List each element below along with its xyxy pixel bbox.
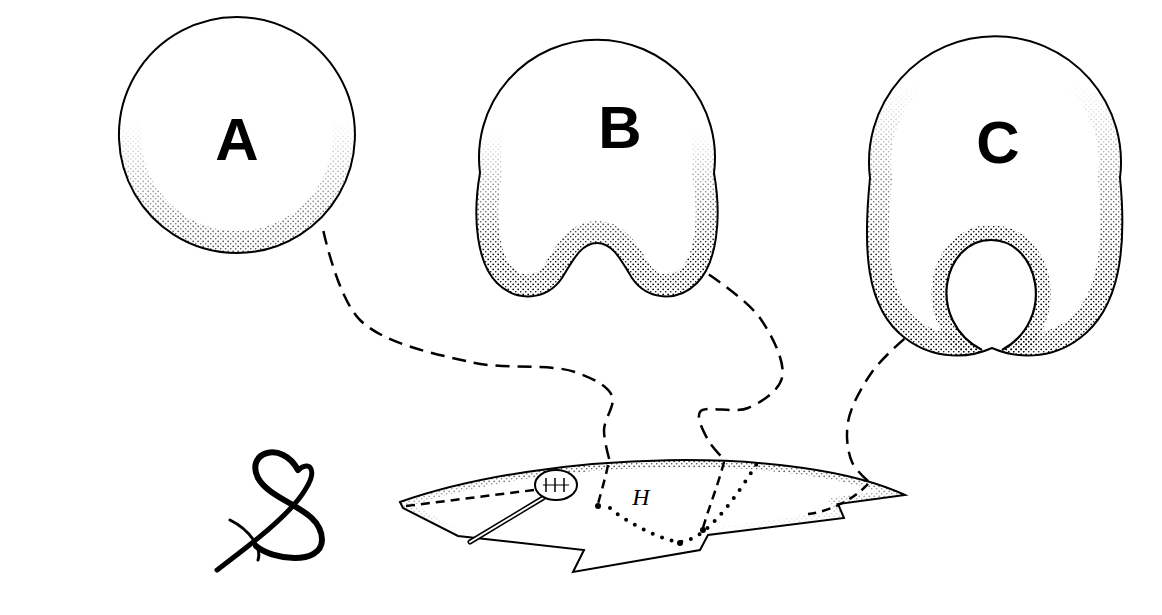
- stipple-shading: [476, 40, 717, 297]
- node-outline: [472, 18, 724, 303]
- region-label: H: [632, 485, 649, 509]
- cell-interior: [406, 462, 868, 546]
- embryo-stage-shape: C: [865, 18, 1127, 363]
- cell-sliver: H: [398, 440, 910, 580]
- outline-stroke: [119, 17, 355, 253]
- node-outline: [865, 18, 1127, 363]
- stipple-shading: [119, 17, 355, 253]
- stage-letter: A: [215, 110, 258, 170]
- blastopore-loop: [946, 240, 1035, 350]
- embryo-stage-shape: B: [472, 18, 724, 303]
- stage-letter: C: [976, 113, 1019, 173]
- stipple-shading: [400, 460, 905, 572]
- stage-letter: B: [598, 98, 641, 158]
- dashed-connector: [699, 275, 783, 462]
- outline-stroke: [400, 460, 905, 572]
- dashed-connector: [847, 339, 904, 482]
- signature-mark: [217, 452, 322, 570]
- outline-stroke: [476, 40, 717, 297]
- embryo-stage-circle: A: [117, 15, 357, 255]
- node-outline: [398, 440, 910, 580]
- outline-stroke: [867, 36, 1123, 355]
- stipple-shading: [867, 36, 1123, 355]
- stipple-shading: [946, 240, 1035, 350]
